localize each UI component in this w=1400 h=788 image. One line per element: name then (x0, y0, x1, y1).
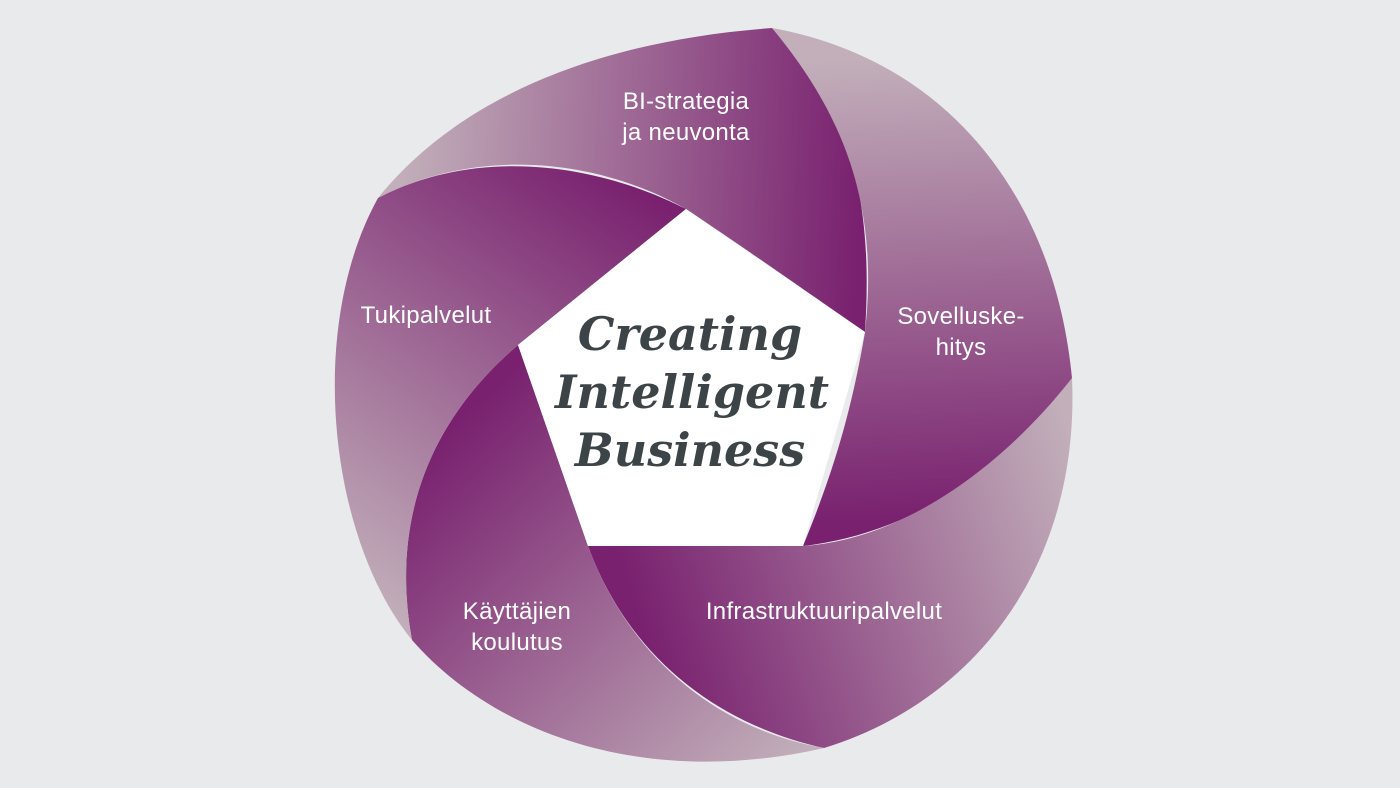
label-bi-strategy-line-1: BI-strategia (623, 88, 750, 115)
center-slogan: Creating Intelligent Business (553, 307, 829, 477)
center-pentagon (518, 209, 865, 546)
segment-infra (588, 378, 1073, 748)
label-app-dev-line-1: Sovelluske- (897, 303, 1024, 330)
label-app-dev-line-2: hitys (936, 334, 987, 361)
label-training: Käyttäjien koulutus (463, 598, 571, 656)
label-bi-strategy: BI-strategia ja neuvonta (621, 88, 750, 146)
label-training-line-1: Käyttäjien (463, 598, 571, 625)
segment-app-dev (772, 28, 1072, 546)
label-bi-strategy-line-2: ja neuvonta (621, 119, 750, 146)
center-line-3: Business (573, 423, 805, 477)
label-infra: Infrastruktuuripalvelut (706, 598, 942, 625)
label-app-dev: Sovelluske- hitys (897, 303, 1024, 361)
label-support-line-1: Tukipalvelut (361, 302, 492, 329)
label-training-line-2: koulutus (471, 629, 563, 656)
segment-training (406, 345, 824, 762)
segment-support (334, 166, 686, 640)
segment-bi-strategy (378, 28, 867, 332)
label-infra-line-1: Infrastruktuuripalvelut (706, 598, 942, 625)
center-line-1: Creating (578, 307, 802, 361)
label-support: Tukipalvelut (361, 302, 492, 329)
center-line-2: Intelligent (553, 365, 829, 419)
